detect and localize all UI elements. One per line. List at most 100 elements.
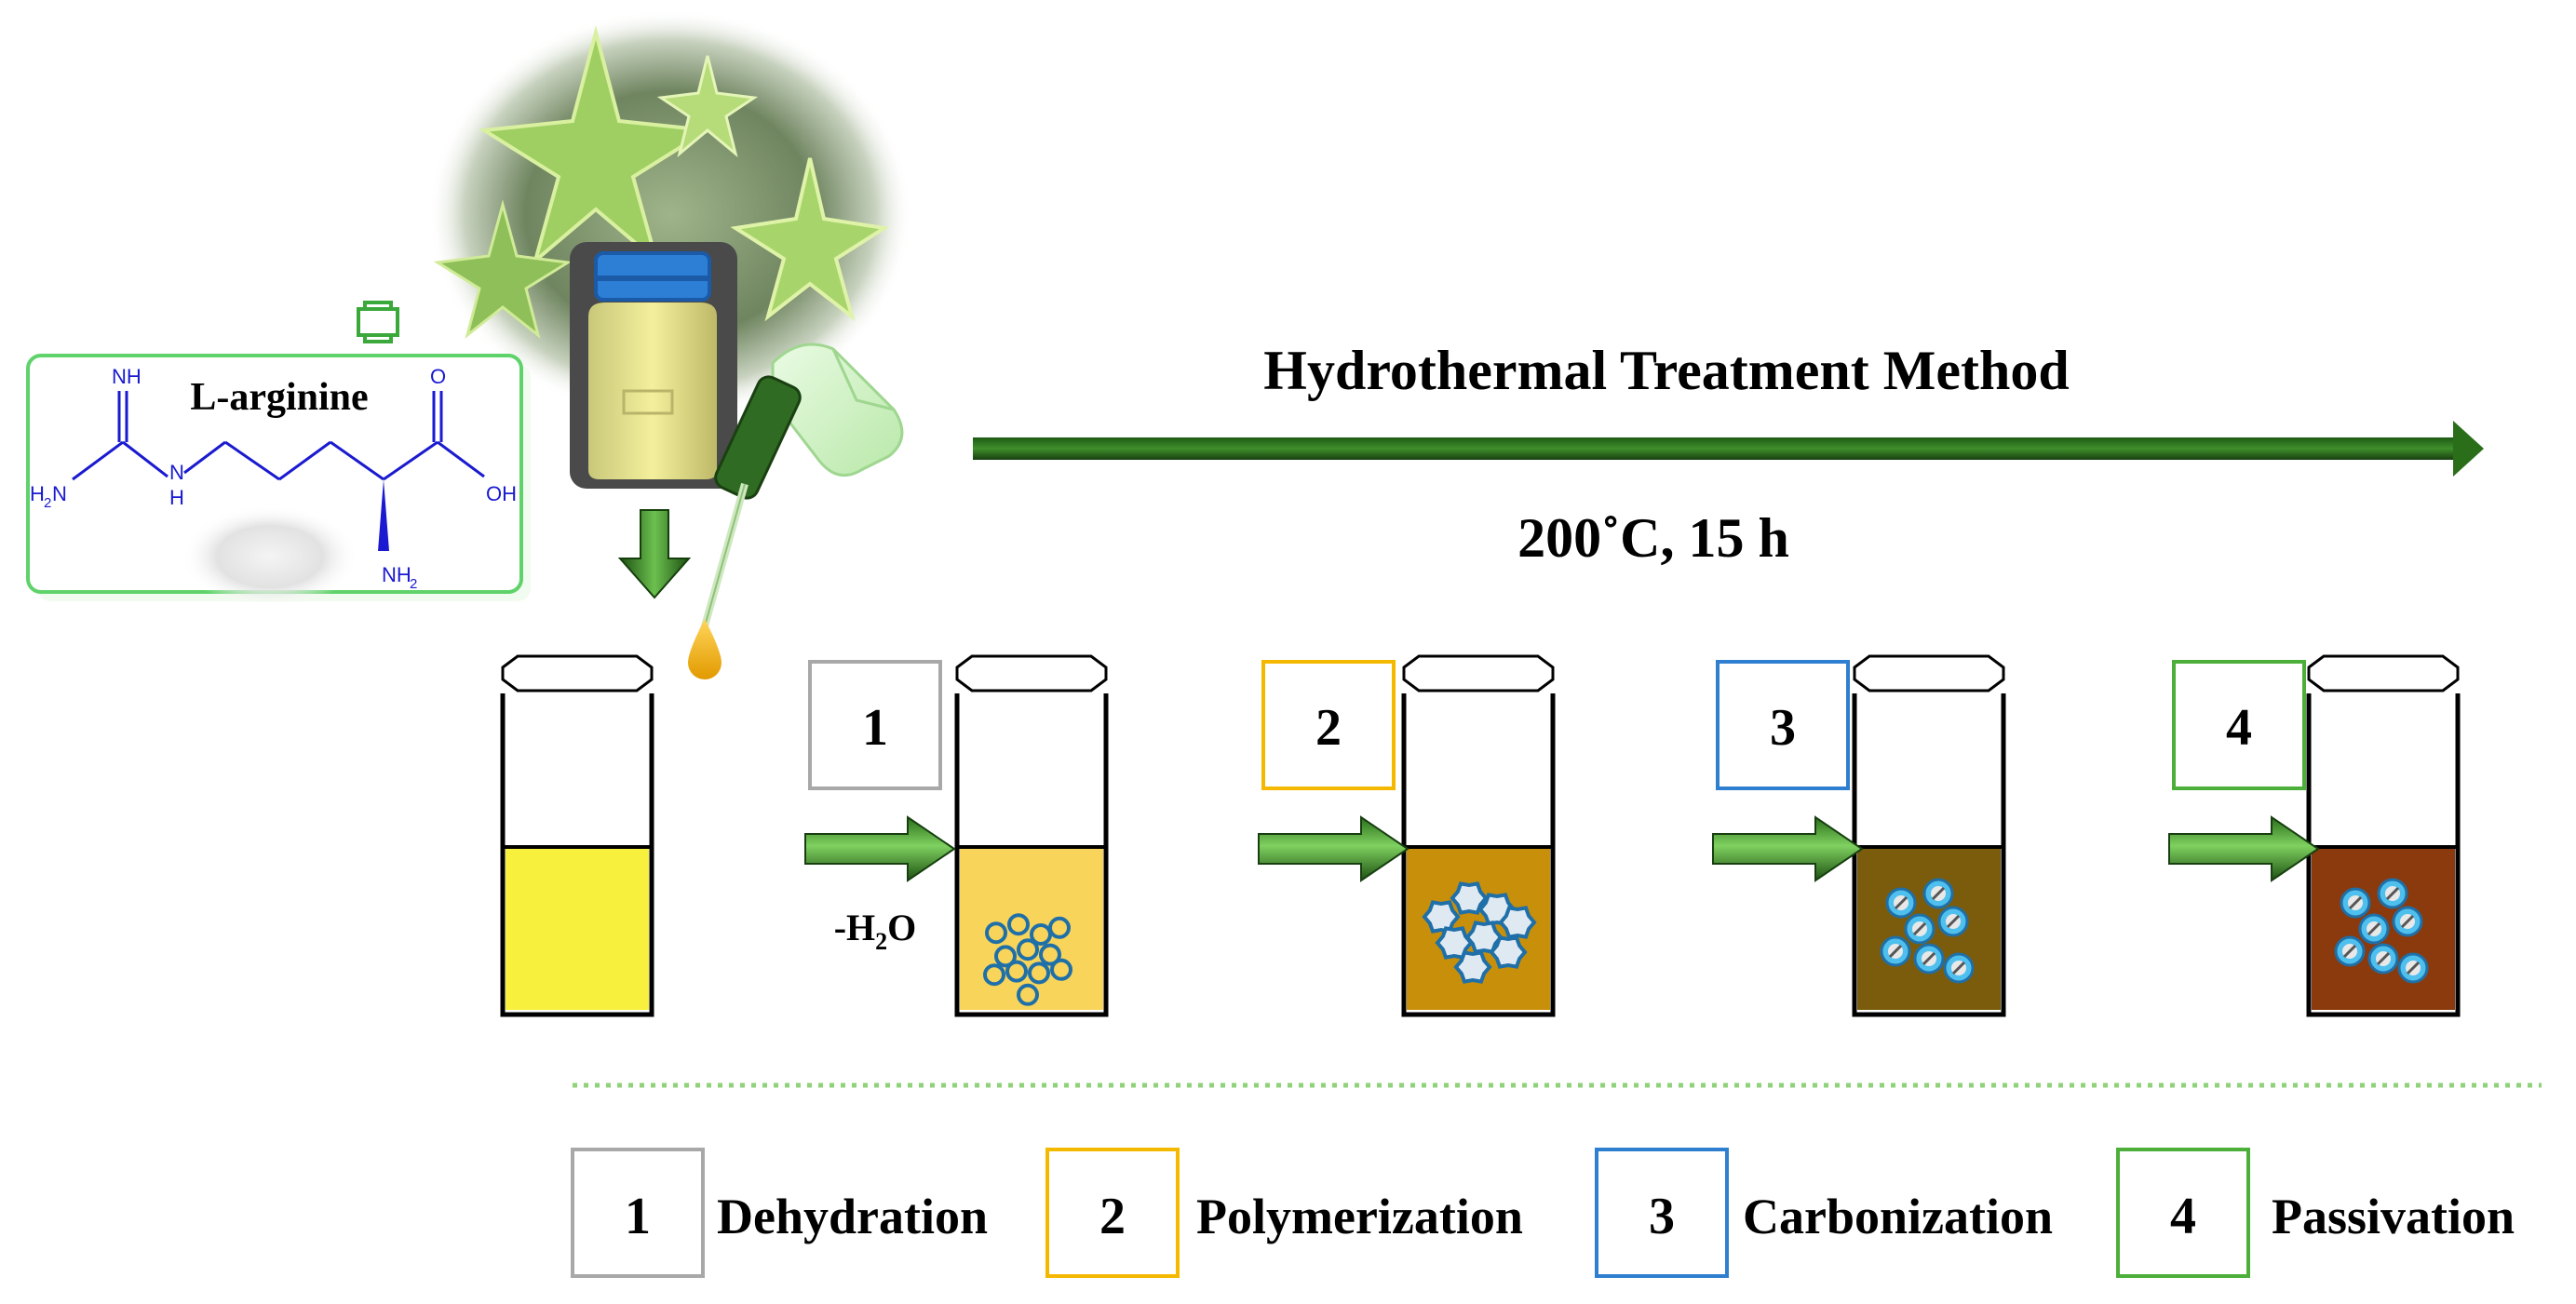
beaker-liquid bbox=[506, 849, 649, 1010]
atom-h2n-h: H bbox=[30, 482, 45, 505]
particle bbox=[1017, 983, 1039, 1006]
legend-box bbox=[2116, 1148, 2250, 1278]
particle bbox=[985, 921, 1007, 945]
beaker-lid bbox=[955, 654, 1108, 692]
particle-cluster bbox=[1422, 881, 1537, 984]
particle bbox=[1422, 900, 1461, 934]
reaction-condition: 200˚C, 15 h bbox=[1517, 507, 1789, 569]
legend-label: Passivation bbox=[2272, 1189, 2515, 1244]
step-3: 3 bbox=[1712, 660, 1864, 882]
beaker-lid bbox=[1853, 654, 2005, 692]
star-fruit-image bbox=[428, 9, 912, 419]
beaker-2 bbox=[954, 654, 1109, 1017]
step-markers: 1 2 3 4 bbox=[804, 660, 2320, 882]
particle bbox=[2340, 887, 2371, 919]
step-2: 2 bbox=[1258, 660, 1409, 882]
legend-box bbox=[1045, 1148, 1180, 1278]
particle bbox=[1450, 881, 1489, 915]
step-arrow bbox=[2168, 815, 2320, 882]
particle bbox=[1489, 935, 1528, 969]
step-box bbox=[2172, 660, 2306, 790]
beaker-lid bbox=[2307, 654, 2460, 692]
atom-nh-top: NH bbox=[112, 365, 142, 388]
particle-cluster bbox=[983, 913, 1072, 1006]
particle bbox=[1453, 950, 1492, 984]
beaker-wall bbox=[954, 693, 1109, 1017]
legend-item-2: 2 Polymerization bbox=[1045, 1148, 1523, 1278]
particle bbox=[983, 963, 1005, 987]
atom-h2n-sub: 2 bbox=[44, 495, 51, 511]
water-loss-label: -H2O bbox=[834, 907, 917, 955]
atom-h2n-n: N bbox=[52, 482, 67, 505]
l-arginine-atoms: NH H 2 N N H O OH NH 2 bbox=[30, 365, 517, 592]
atom-nh2: NH bbox=[382, 563, 411, 586]
particle bbox=[1007, 913, 1030, 936]
particle bbox=[1943, 952, 1975, 984]
legend-number: 4 bbox=[2170, 1188, 2196, 1245]
method-title: Hydrothermal Treatment Method bbox=[1263, 340, 2069, 401]
process-arrow bbox=[973, 421, 2484, 477]
particle-cluster bbox=[1880, 878, 1975, 984]
particle-cluster bbox=[2334, 878, 2429, 984]
step-number: 3 bbox=[1770, 699, 1796, 757]
beaker-lid bbox=[501, 654, 654, 692]
step-legend: 1 Dehydration 2 Polymerization 3 Carbonizatio… bbox=[571, 1148, 2515, 1278]
precursor-box: L-arginine bbox=[26, 354, 531, 608]
particle bbox=[2392, 906, 2423, 937]
particle bbox=[2334, 935, 2366, 967]
beaker-wall bbox=[500, 693, 654, 1017]
step-arrow bbox=[1712, 815, 1864, 882]
beaker-5 bbox=[2306, 654, 2461, 1017]
step-box bbox=[1716, 660, 1850, 790]
particle bbox=[1885, 887, 1917, 919]
particle bbox=[1005, 960, 1028, 983]
atom-o: O bbox=[430, 365, 446, 388]
atom-oh: OH bbox=[486, 482, 517, 505]
beaker-4 bbox=[1852, 654, 2006, 1017]
step-number: 2 bbox=[1315, 699, 1342, 757]
beaker-wall bbox=[1401, 693, 1556, 1017]
particle bbox=[2377, 878, 2408, 909]
legend-label: Carbonization bbox=[1743, 1189, 2053, 1244]
beaker-lid bbox=[1402, 654, 1555, 692]
particle bbox=[994, 945, 1017, 968]
step-box bbox=[1261, 660, 1396, 790]
particle bbox=[1937, 906, 1969, 937]
legend-item-3: 3 Carbonization bbox=[1595, 1148, 2053, 1278]
down-arrow bbox=[617, 509, 692, 599]
particle bbox=[1017, 938, 1039, 961]
step-4: 4 bbox=[2168, 660, 2320, 882]
particle bbox=[1904, 913, 1935, 945]
particle bbox=[1498, 906, 1537, 939]
step-arrow bbox=[1258, 815, 1409, 882]
legend-number: 2 bbox=[1099, 1188, 1126, 1245]
legend-number: 1 bbox=[625, 1188, 651, 1245]
beaker-sequence bbox=[500, 654, 2461, 1017]
legend-item-4: 4 Passivation bbox=[2116, 1148, 2515, 1278]
legend-item-1: 1 Dehydration bbox=[571, 1148, 988, 1278]
beaker-3 bbox=[1401, 654, 1556, 1017]
particle bbox=[1039, 943, 1061, 966]
particle bbox=[2397, 952, 2429, 984]
atom-nh2-sub: 2 bbox=[410, 576, 417, 592]
legend-label: Polymerization bbox=[1196, 1189, 1523, 1244]
particle bbox=[1913, 943, 1945, 975]
atom-nh-h: H bbox=[169, 486, 184, 509]
drop-icon bbox=[688, 619, 722, 679]
legend-number: 3 bbox=[1649, 1188, 1675, 1245]
step-1: 1 bbox=[804, 660, 956, 882]
particle bbox=[1048, 916, 1071, 939]
particle bbox=[1880, 935, 1911, 967]
legend-label: Dehydration bbox=[717, 1189, 988, 1244]
particle bbox=[1030, 923, 1052, 946]
particle bbox=[1028, 961, 1050, 985]
atom-nh-n: N bbox=[169, 461, 184, 484]
juice-jar bbox=[570, 242, 737, 489]
pipette-icon bbox=[699, 343, 904, 635]
beaker-1 bbox=[500, 654, 654, 1017]
step-number: 1 bbox=[862, 699, 888, 757]
precursor-name: L-arginine bbox=[190, 376, 368, 419]
step-box bbox=[808, 660, 942, 790]
l-arginine-structure bbox=[72, 391, 485, 551]
